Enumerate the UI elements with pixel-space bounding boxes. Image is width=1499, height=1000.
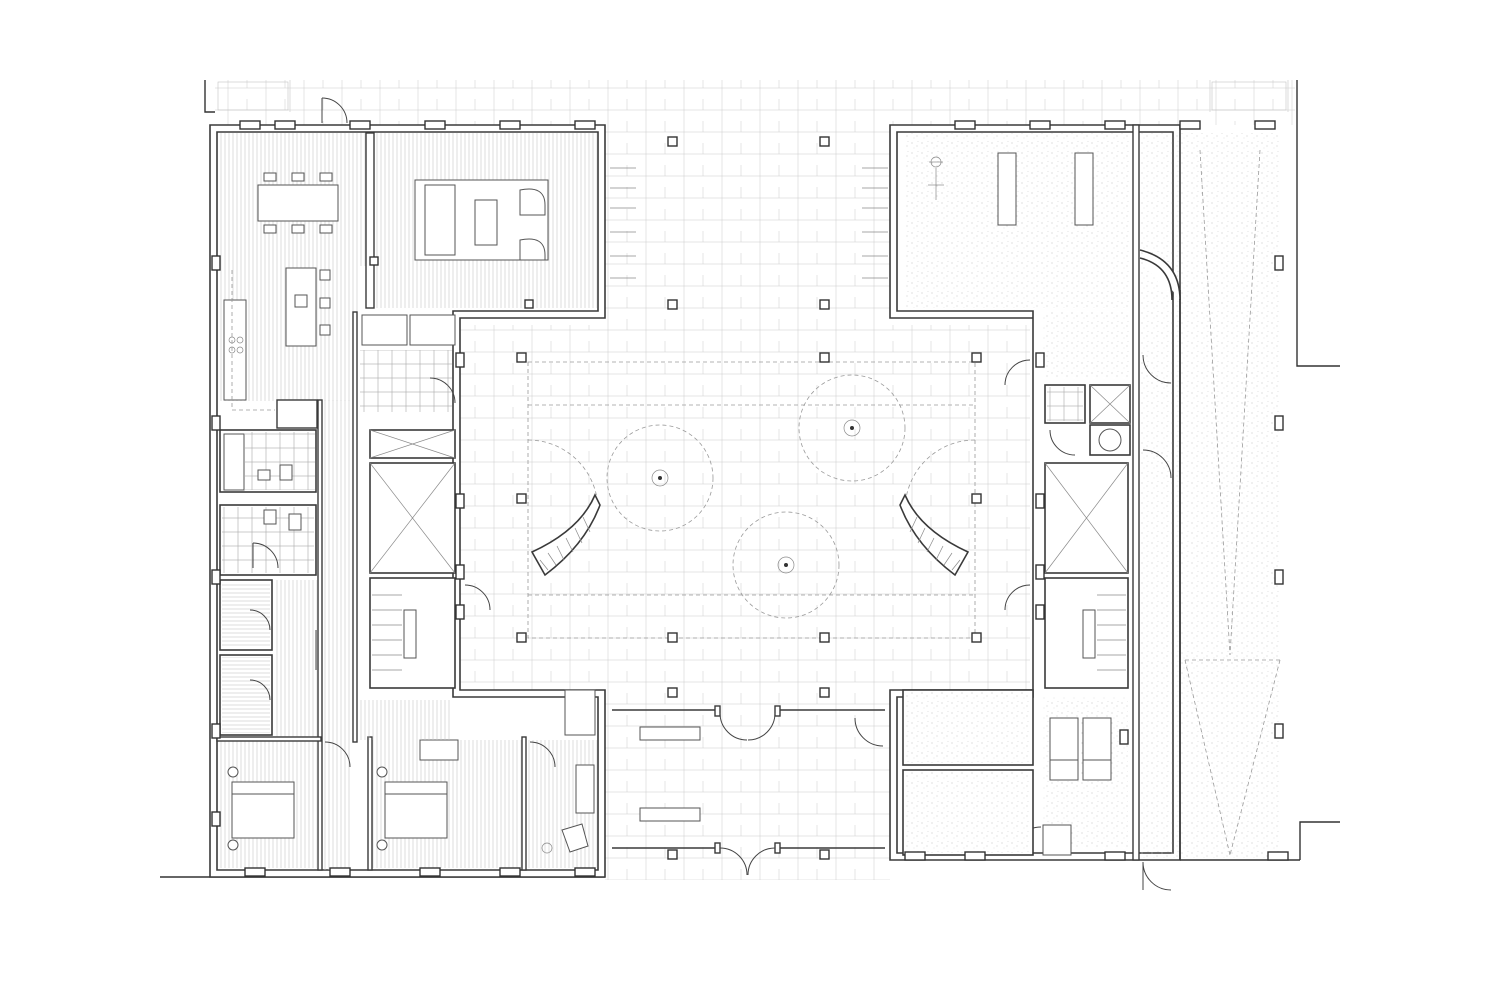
spiral-stair-west (530, 493, 601, 577)
study (521, 736, 597, 871)
storage-closets (219, 579, 317, 740)
ramp-garage (1132, 124, 1281, 891)
utility-rooms (902, 312, 1129, 856)
wing-edge-columns (455, 352, 1045, 620)
elevator-west (369, 429, 456, 574)
spa-lounge (1012, 697, 1128, 856)
kitchen (218, 266, 358, 429)
fountains (527, 374, 976, 619)
bedroom-2 (367, 736, 522, 871)
bedroom-1 (216, 736, 351, 868)
living-room (365, 132, 597, 309)
fountain-3 (732, 511, 840, 619)
fountain-1 (606, 424, 714, 532)
elevator-east (1044, 462, 1129, 574)
dining-area (218, 133, 366, 266)
fountain-2 (798, 374, 906, 482)
entrance-hall (612, 705, 885, 876)
east-service (1044, 384, 1131, 456)
bathroom-2 (219, 504, 317, 576)
north-terrace (215, 80, 1295, 125)
stair-west (369, 577, 491, 689)
east-wing (889, 120, 1289, 891)
courtyard-columns (516, 136, 982, 860)
west-service-block (360, 314, 596, 740)
spiral-stair-east (899, 493, 970, 577)
terrace-steps (610, 167, 888, 279)
gym (905, 133, 1130, 308)
west-wing (209, 97, 606, 878)
bathroom-1 (219, 429, 317, 493)
stair-east (1004, 577, 1129, 689)
